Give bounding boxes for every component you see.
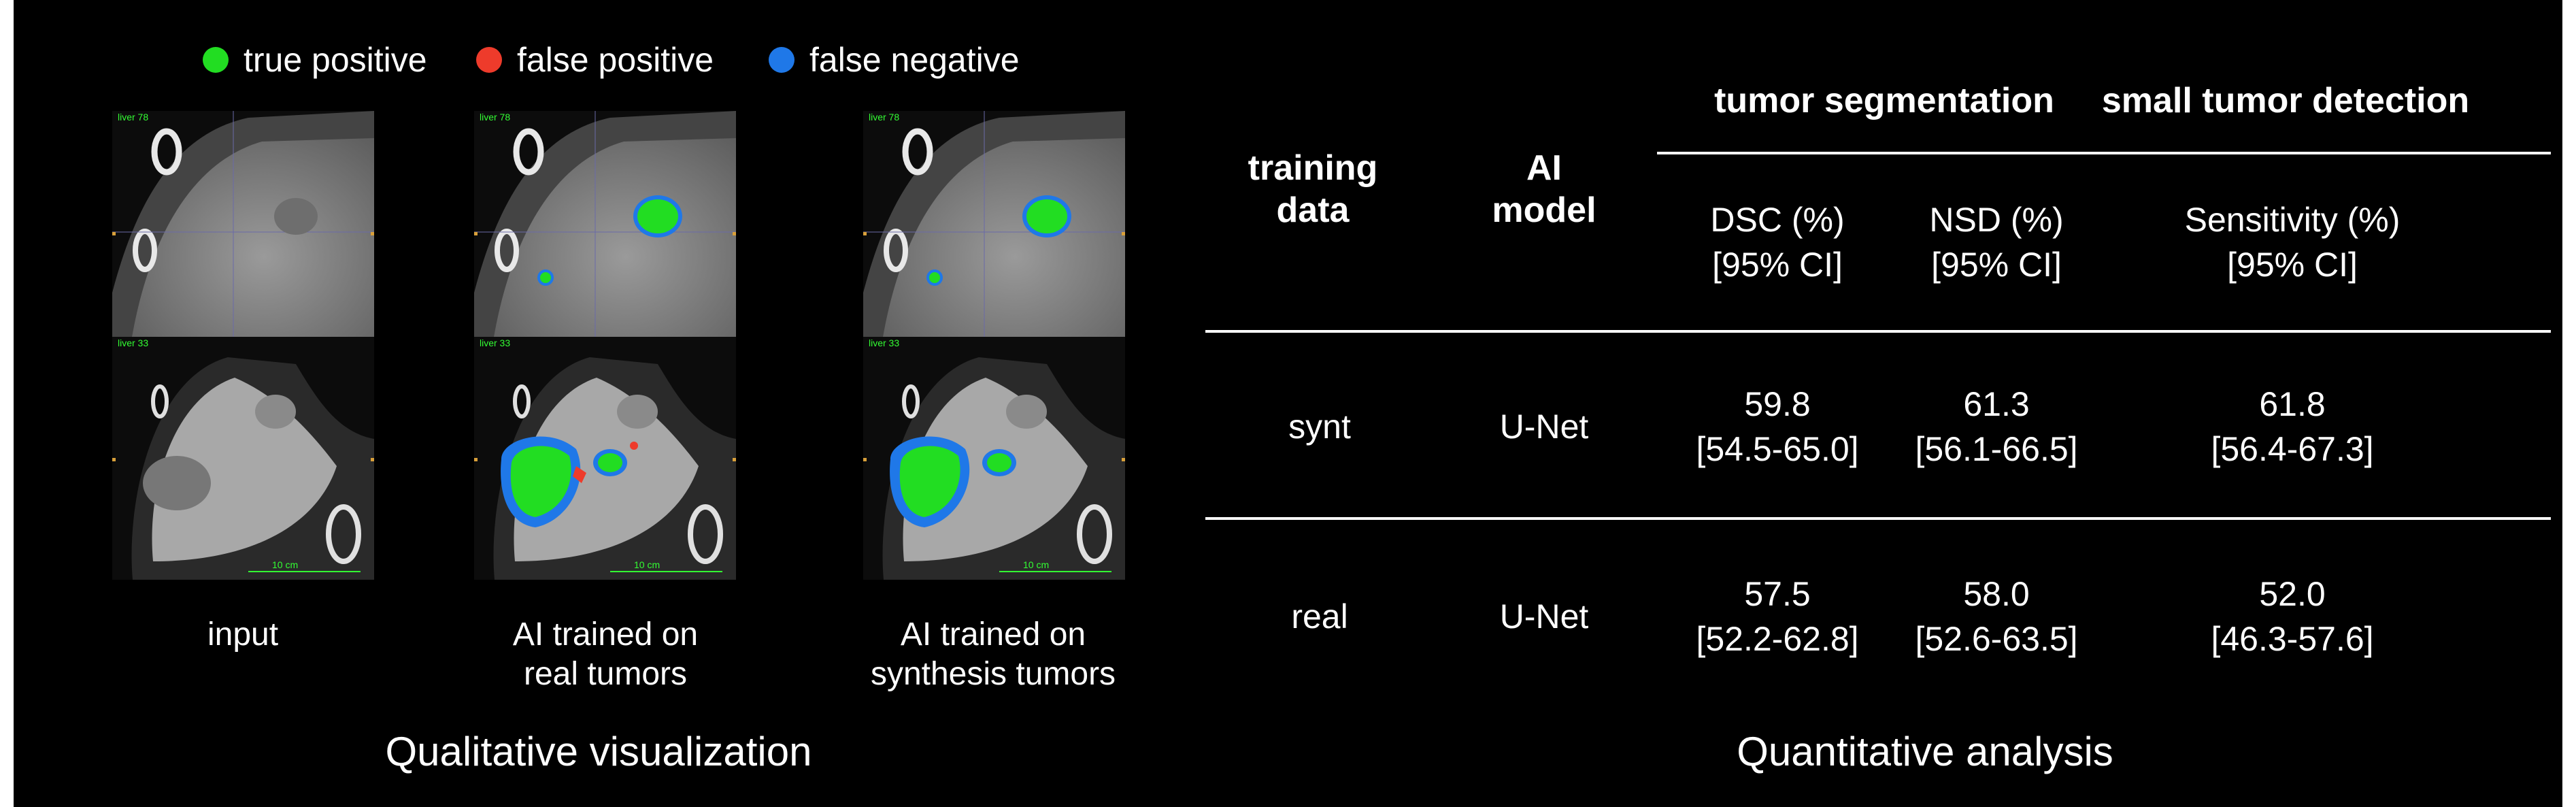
marker-right xyxy=(371,458,374,461)
cell-training-row2: real xyxy=(1291,597,1348,636)
ct-image: 10 cm liver 33 xyxy=(112,337,374,580)
green-dot-icon xyxy=(203,47,229,73)
tumor-lesion xyxy=(274,198,318,235)
false-positive-region xyxy=(573,466,586,483)
caption-synth: AI trained on synthesis tumors xyxy=(870,616,1116,692)
ct-image: 10 cm liver 33 xyxy=(863,337,1125,580)
cell-nsd-row2: 58.0 [52.6-63.5] xyxy=(1915,575,2078,658)
figure-frame: true positive false positive false negat… xyxy=(14,0,2562,807)
rib-bone xyxy=(151,128,182,176)
rib-bone xyxy=(495,229,519,272)
slice-label: liver 33 xyxy=(869,337,899,348)
false-positive-region xyxy=(630,442,638,450)
scale-label: 10 cm xyxy=(1023,559,1049,570)
ct-synth-liver78: liver 78 xyxy=(863,111,1125,354)
cell-model-row1: U-Net xyxy=(1499,408,1589,446)
marker-left xyxy=(863,458,867,461)
cell-dsc-row2: 57.5 [52.2-62.8] xyxy=(1696,575,1859,658)
cell-nsd-row1: 61.3 [56.1-66.5] xyxy=(1915,385,2078,468)
legend-label: true positive xyxy=(244,41,427,79)
col-header-ai-model: AI model xyxy=(1492,148,1596,230)
section-title-qualitative: Qualitative visualization xyxy=(385,729,812,774)
spine-bone xyxy=(326,504,361,564)
red-dot-icon xyxy=(476,47,502,73)
slice-label: liver 78 xyxy=(118,112,148,122)
ct-synth-liver33: 10 cm liver 33 xyxy=(863,337,1125,580)
row-rule xyxy=(1205,517,2551,520)
liver-tissue xyxy=(152,378,337,561)
section-title-quantitative: Quantitative analysis xyxy=(1737,729,2113,774)
marker-right xyxy=(733,232,736,235)
ct-image: 10 cm liver 33 xyxy=(474,337,736,580)
legend-label: false positive xyxy=(517,41,714,79)
slice-label: liver 78 xyxy=(869,112,899,122)
group-header-segmentation: tumor segmentation xyxy=(1714,81,2054,120)
ct-image: liver 78 xyxy=(112,111,374,354)
group-underline xyxy=(1657,152,2551,154)
liver-tissue xyxy=(880,138,1125,354)
vessel xyxy=(1006,395,1047,429)
slice-label: liver 33 xyxy=(480,337,510,348)
true-positive-region xyxy=(637,199,678,233)
ct-image: liver 78 xyxy=(474,111,736,354)
true-positive-region xyxy=(929,272,940,283)
rib-bone xyxy=(151,384,169,418)
ct-image: liver 78 xyxy=(863,111,1125,354)
ct-input-liver33: 10 cm liver 33 xyxy=(112,337,374,580)
caption-real: AI trained on real tumors xyxy=(512,616,699,692)
marker-right xyxy=(1122,232,1125,235)
marker-left xyxy=(474,458,478,461)
cell-training-row1: synt xyxy=(1288,408,1351,446)
rib-bone xyxy=(902,384,920,418)
legend-false-negative: false negative xyxy=(769,39,1020,80)
liver-tissue xyxy=(491,138,736,354)
col-header-nsd: NSD (%) [95% CI] xyxy=(1929,201,2064,284)
group-header-detection: small tumor detection xyxy=(2101,81,2470,120)
marker-right xyxy=(371,232,374,235)
ct-real-liver78: liver 78 xyxy=(474,111,736,354)
slice-label: liver 78 xyxy=(480,112,510,122)
marker-left xyxy=(112,232,116,235)
vessel xyxy=(255,395,296,429)
rib-bone xyxy=(513,384,531,418)
rib-bone xyxy=(513,128,544,176)
true-positive-region xyxy=(598,453,622,472)
cell-model-row2: U-Net xyxy=(1499,597,1589,636)
col-header-training-data: training data xyxy=(1248,148,1378,230)
blue-dot-icon xyxy=(769,47,794,73)
marker-left xyxy=(474,232,478,235)
cell-sens-row2: 52.0 [46.3-57.6] xyxy=(2211,575,2374,658)
true-positive-region xyxy=(1026,199,1067,233)
caption-input: input xyxy=(207,616,279,653)
true-positive-region xyxy=(899,446,960,517)
legend-true-positive: true positive xyxy=(203,39,427,80)
marker-left xyxy=(112,458,116,461)
header-rule xyxy=(1205,330,2551,333)
legend-false-positive: false positive xyxy=(476,39,714,80)
legend-label: false negative xyxy=(809,41,1020,79)
cell-dsc-row1: 59.8 [54.5-65.0] xyxy=(1696,385,1859,468)
spine-bone xyxy=(1077,504,1112,564)
marker-left xyxy=(863,232,867,235)
spine-bone xyxy=(688,504,723,564)
vessel xyxy=(617,395,658,429)
true-positive-region xyxy=(987,453,1011,472)
true-positive-region xyxy=(510,446,571,517)
rib-bone xyxy=(884,229,908,272)
marker-right xyxy=(1122,458,1125,461)
col-header-sensitivity: Sensitivity (%) [95% CI] xyxy=(2184,201,2401,284)
scale-label: 10 cm xyxy=(634,559,660,570)
tumor-lesion xyxy=(143,456,211,510)
rib-bone xyxy=(902,128,933,176)
marker-right xyxy=(733,458,736,461)
true-positive-region xyxy=(540,272,551,283)
rib-bone xyxy=(133,229,157,272)
scale-label: 10 cm xyxy=(272,559,298,570)
ct-input-liver78: liver 78 xyxy=(112,111,374,354)
ct-real-liver33: 10 cm liver 33 xyxy=(474,337,736,580)
col-header-dsc: DSC (%) [95% CI] xyxy=(1710,201,1845,284)
slice-label: liver 33 xyxy=(118,337,148,348)
cell-sens-row1: 61.8 [56.4-67.3] xyxy=(2211,385,2374,468)
liver-tissue xyxy=(129,138,374,354)
